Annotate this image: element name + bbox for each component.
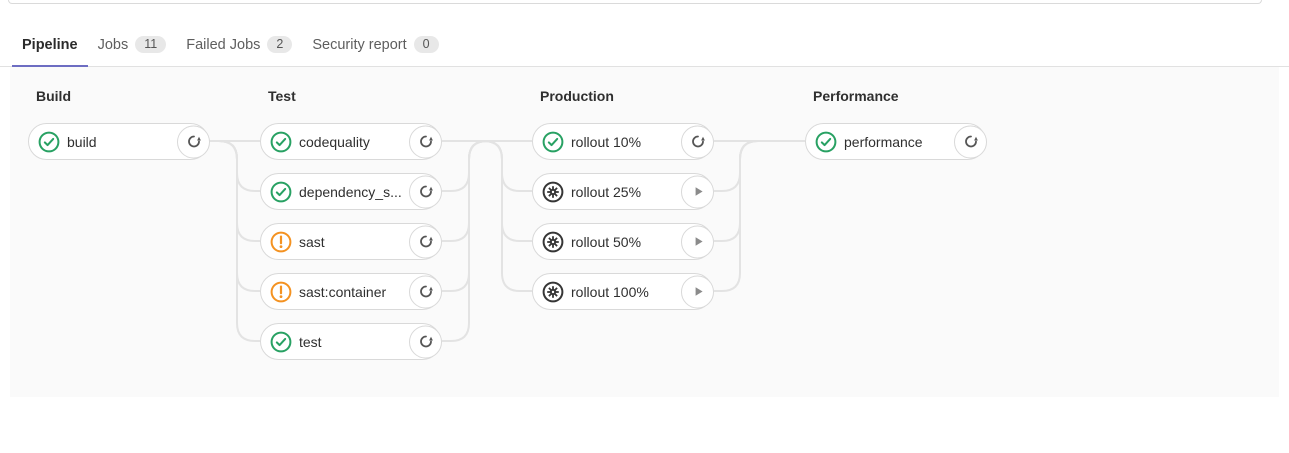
job-name: codequality xyxy=(299,133,370,150)
job-rollout-10[interactable]: rollout 10% xyxy=(532,123,714,160)
retry-button[interactable] xyxy=(409,125,442,158)
job-name: performance xyxy=(844,133,923,150)
retry-button[interactable] xyxy=(409,275,442,308)
tab-jobs-count-badge: 11 xyxy=(135,36,167,53)
job-sast-container[interactable]: sast:container xyxy=(260,273,442,310)
tab-security-report-count-badge: 0 xyxy=(413,36,439,53)
status-manual-icon xyxy=(542,231,564,253)
job-test[interactable]: test xyxy=(260,323,442,360)
status-warning-icon xyxy=(270,281,292,303)
retry-icon xyxy=(690,134,706,150)
job-codequality[interactable]: codequality xyxy=(260,123,442,160)
retry-button[interactable] xyxy=(409,225,442,258)
job-build[interactable]: build xyxy=(28,123,210,160)
play-button[interactable] xyxy=(681,225,714,258)
tab-security-report-label: Security report xyxy=(312,36,407,53)
job-performance[interactable]: performance xyxy=(805,123,987,160)
status-success-icon xyxy=(270,331,292,353)
status-warning-icon xyxy=(270,231,292,253)
retry-icon xyxy=(418,334,434,350)
pipeline-graph: Build build Test codequality dependency_… xyxy=(10,67,1279,397)
tab-pipeline-label: Pipeline xyxy=(22,37,78,53)
stage-production-title: Production xyxy=(540,88,614,104)
status-success-icon xyxy=(270,181,292,203)
job-sast[interactable]: sast xyxy=(260,223,442,260)
job-name: sast:container xyxy=(299,283,387,300)
job-name: rollout 50% xyxy=(571,233,642,250)
stage-test: Test codequality dependency_s... sast sa… xyxy=(260,67,442,373)
status-success-icon xyxy=(815,131,837,153)
job-name: rollout 25% xyxy=(571,183,642,200)
retry-icon xyxy=(418,284,434,300)
job-name: test xyxy=(299,333,322,350)
retry-button[interactable] xyxy=(681,125,714,158)
job-rollout-25[interactable]: rollout 25% xyxy=(532,173,714,210)
retry-icon xyxy=(418,184,434,200)
stage-test-title: Test xyxy=(268,88,296,104)
retry-button[interactable] xyxy=(409,325,442,358)
job-name: rollout 100% xyxy=(571,283,649,300)
play-button[interactable] xyxy=(681,275,714,308)
job-dependency-scanning[interactable]: dependency_s... xyxy=(260,173,442,210)
status-success-icon xyxy=(38,131,60,153)
stage-performance: Performance performance xyxy=(805,67,987,173)
retry-button[interactable] xyxy=(409,175,442,208)
tab-failed-jobs-label: Failed Jobs xyxy=(186,36,261,53)
tab-security-report[interactable]: Security report 0 xyxy=(302,26,448,66)
tab-pipeline[interactable]: Pipeline xyxy=(12,27,88,68)
job-name: sast xyxy=(299,233,325,250)
retry-icon xyxy=(418,134,434,150)
job-name: rollout 10% xyxy=(571,133,642,150)
stage-build: Build build xyxy=(28,67,210,173)
retry-icon xyxy=(963,134,979,150)
play-icon xyxy=(690,184,706,200)
retry-button[interactable] xyxy=(954,125,987,158)
tab-jobs[interactable]: Jobs 11 xyxy=(88,26,177,66)
status-manual-icon xyxy=(542,281,564,303)
stage-performance-title: Performance xyxy=(813,88,899,104)
play-icon xyxy=(690,234,706,250)
tab-failed-jobs-count-badge: 2 xyxy=(267,36,293,53)
status-success-icon xyxy=(542,131,564,153)
pipeline-tab-bar: Pipeline Jobs 11 Failed Jobs 2 Security … xyxy=(0,26,1289,68)
tab-jobs-label: Jobs xyxy=(97,36,129,53)
retry-icon xyxy=(186,134,202,150)
stage-connector-lines xyxy=(208,140,805,342)
job-rollout-50[interactable]: rollout 50% xyxy=(532,223,714,260)
status-success-icon xyxy=(270,131,292,153)
stage-build-title: Build xyxy=(36,88,71,104)
play-button[interactable] xyxy=(681,175,714,208)
stage-production: Production rollout 10% rollout 25% rollo… xyxy=(532,67,714,323)
play-icon xyxy=(690,284,706,300)
status-manual-icon xyxy=(542,181,564,203)
retry-button[interactable] xyxy=(177,125,210,158)
job-name: dependency_s... xyxy=(299,183,402,200)
retry-icon xyxy=(418,234,434,250)
tab-failed-jobs[interactable]: Failed Jobs 2 xyxy=(176,26,302,66)
job-rollout-100[interactable]: rollout 100% xyxy=(532,273,714,310)
job-name: build xyxy=(67,133,97,150)
upper-panel-bottom-edge xyxy=(8,0,1262,4)
